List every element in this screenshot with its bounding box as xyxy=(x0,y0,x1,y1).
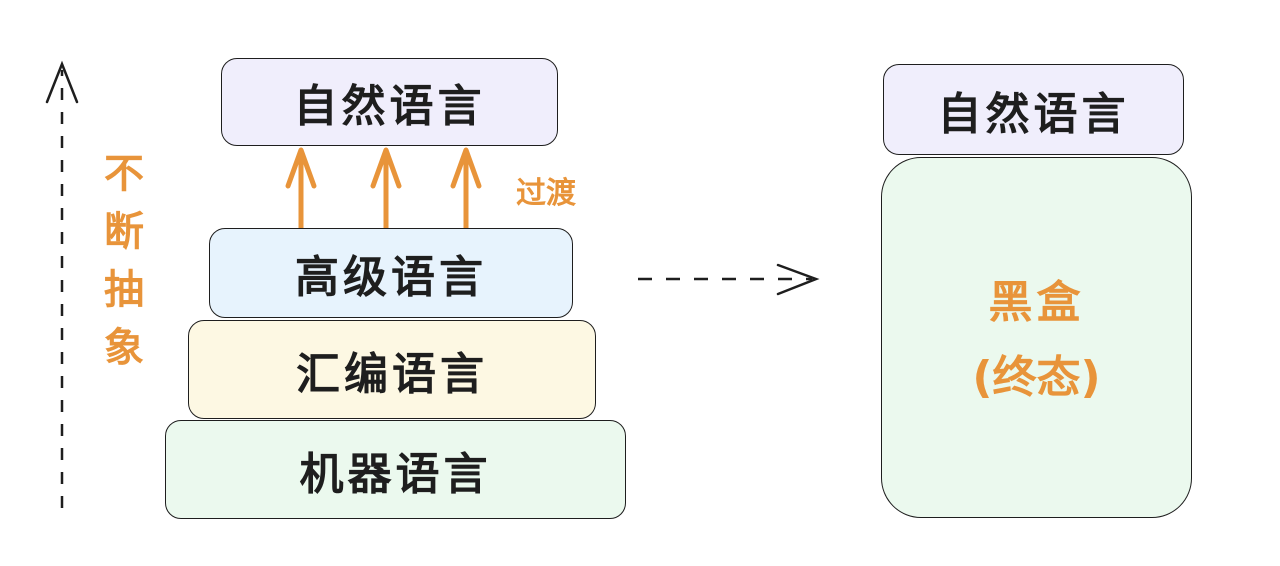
abstraction-axis-label: 不 断 抽 象 xyxy=(98,145,150,377)
right-natural-language: 自然语言 xyxy=(883,64,1184,155)
layer-label: 机器语言 xyxy=(299,448,492,500)
transition-arrow-2 xyxy=(370,147,402,231)
transition-label: 过渡 xyxy=(516,176,576,211)
layer-natural-language: 自然语言 xyxy=(221,58,558,146)
transition-arrow-1 xyxy=(285,147,317,231)
axis-char: 断 xyxy=(104,209,144,255)
axis-char: 象 xyxy=(104,325,144,371)
blackbox-title: 黑盒 xyxy=(988,276,1085,328)
layer-assembly-language: 汇编语言 xyxy=(188,320,596,419)
axis-char: 抽 xyxy=(104,267,144,313)
layer-label: 汇编语言 xyxy=(296,348,488,400)
layer-label: 自然语言 xyxy=(293,81,486,132)
layer-high-level-language: 高级语言 xyxy=(209,228,573,318)
transition-arrow-3 xyxy=(450,147,482,231)
layer-label: 自然语言 xyxy=(937,88,1130,140)
blackbox-subtitle: (终态) xyxy=(972,351,1101,403)
axis-char: 不 xyxy=(104,151,144,197)
evolution-dashed-arrow xyxy=(638,263,820,296)
blackbox-panel: 黑盒 (终态) xyxy=(881,157,1192,518)
layer-label: 高级语言 xyxy=(295,252,487,303)
abstraction-axis-arrow xyxy=(45,60,79,508)
layer-machine-language: 机器语言 xyxy=(165,420,626,519)
